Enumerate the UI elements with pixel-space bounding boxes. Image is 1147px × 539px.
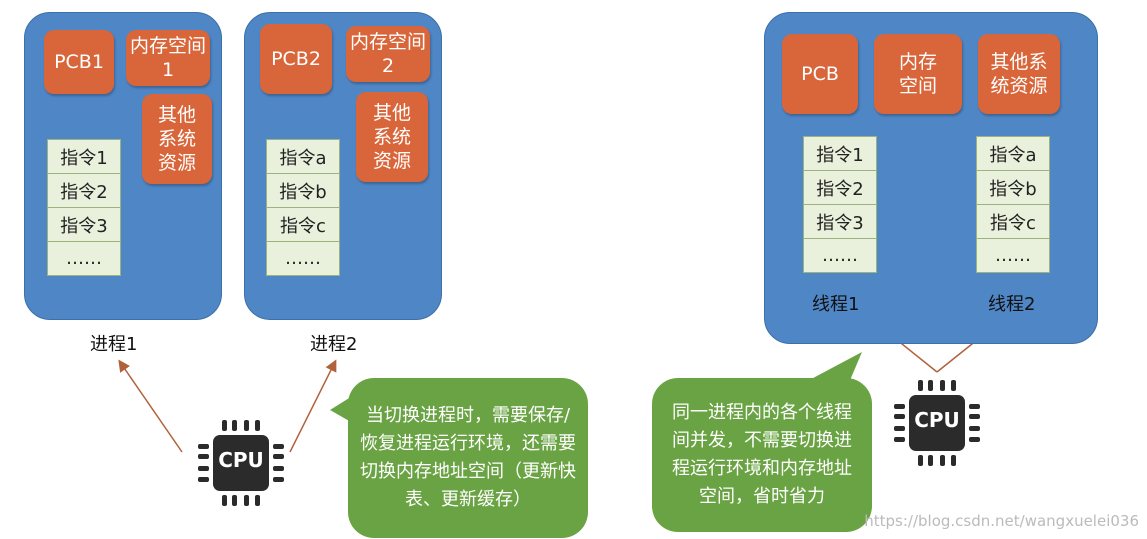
cpu-label: CPU: [914, 408, 960, 432]
other-resources: 其他系统资源: [978, 34, 1060, 114]
instruction-list2: 指令a 指令b 指令c ……: [266, 139, 340, 276]
thread2-label: 线程2: [988, 294, 1036, 315]
instruction: 指令3: [803, 204, 877, 239]
process-switch-note: 当切换进程时，需要保存/恢复进程运行环境，还需要切换内存地址空间（更新快表、更新…: [348, 378, 588, 538]
cpu-label: CPU: [218, 448, 264, 472]
instruction: 指令a: [976, 136, 1050, 171]
thread2-instructions: 指令a 指令b 指令c ……: [976, 136, 1050, 273]
instruction: 指令2: [803, 170, 877, 205]
cpu-icon: CPU: [892, 378, 980, 466]
instruction: ……: [47, 241, 121, 276]
thread1-label: 线程1: [812, 294, 860, 315]
thread-switch-note: 同一进程内的各个线程间并发，不需要切换进程运行环境和内存地址空间，省时省力: [652, 378, 872, 532]
arrow-to-process1: [118, 359, 183, 453]
instruction: 指令1: [803, 136, 877, 171]
other-resources2: 其他系统资源: [356, 92, 428, 182]
pcb2: PCB2: [260, 24, 332, 94]
process1-label: 进程1: [90, 334, 138, 355]
pcb1: PCB1: [44, 30, 114, 94]
memory-space2: 内存空间2: [346, 26, 430, 82]
instruction: 指令1: [47, 139, 121, 174]
other-resources1: 其他系统资源: [142, 94, 212, 184]
instruction: 指令c: [976, 204, 1050, 239]
instruction: ……: [803, 238, 877, 273]
cpu-icon: CPU: [196, 418, 284, 506]
arrow-to-process2: [289, 359, 337, 453]
instruction: 指令2: [47, 173, 121, 208]
instruction: 指令b: [976, 170, 1050, 205]
memory-space: 内存空间: [874, 34, 962, 114]
watermark: https://blog.csdn.net/wangxuelei036: [864, 512, 1139, 530]
thread1-instructions: 指令1 指令2 指令3 ……: [803, 136, 877, 273]
pcb: PCB: [782, 34, 858, 114]
process2-label: 进程2: [310, 334, 358, 355]
instruction: ……: [976, 238, 1050, 273]
instruction: 指令b: [266, 173, 340, 208]
instruction: 指令c: [266, 207, 340, 242]
instruction: 指令a: [266, 139, 340, 174]
instruction: 指令3: [47, 207, 121, 242]
instruction-list1: 指令1 指令2 指令3 ……: [47, 139, 121, 276]
instruction: ……: [266, 241, 340, 276]
memory-space1: 内存空间1: [126, 30, 210, 86]
